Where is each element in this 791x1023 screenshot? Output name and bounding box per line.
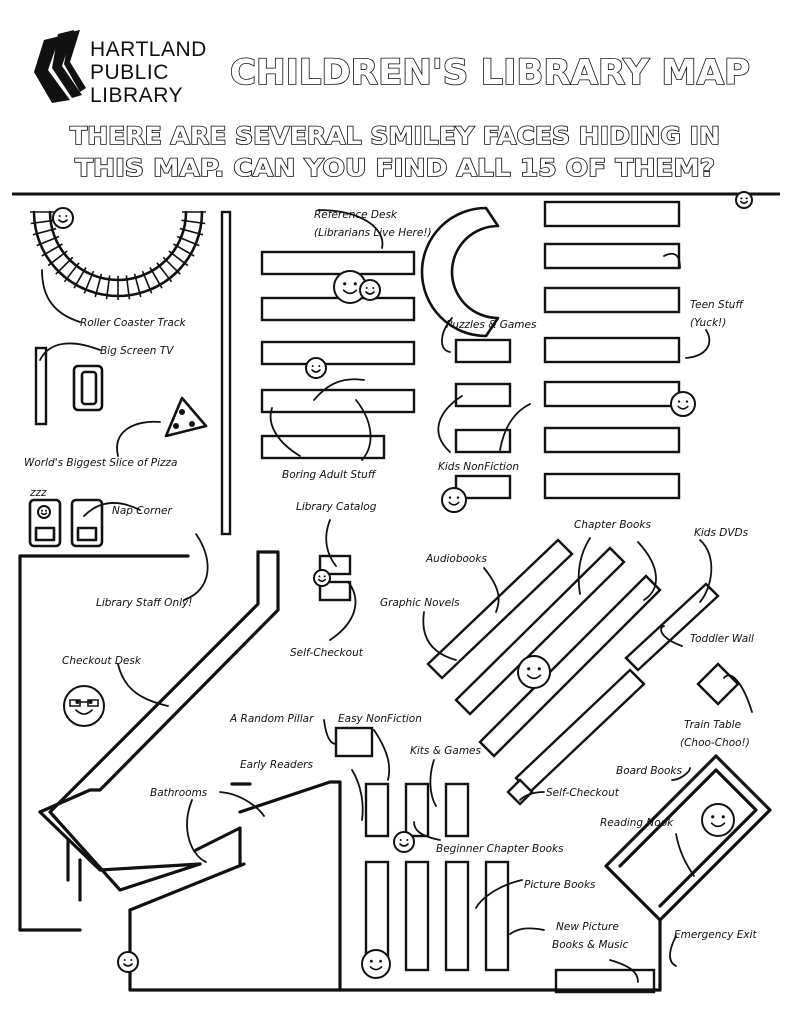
smiley-faces (37, 191, 753, 979)
big-screen-tv (34, 346, 48, 426)
label-roller-coaster: Roller Coaster Track (80, 317, 187, 329)
label-reference-desk-2: (Librarians Live Here!) (314, 227, 432, 239)
subtitle-line-2: THIS MAP. CAN YOU FIND ALL 15 OF THEM? (75, 154, 715, 182)
page-title: CHILDREN'S LIBRARY MAP (230, 53, 750, 93)
smiley-face-icon (361, 949, 391, 979)
logo-line-3: LIBRARY (90, 84, 183, 107)
label-teen-stuff-2: (Yuck!) (690, 317, 726, 329)
map-labels: Roller Coaster Track Big Screen TV World… (24, 209, 758, 951)
label-pizza: World's Biggest Slice of Pizza (24, 457, 177, 469)
label-arrows (39, 209, 753, 983)
nap-corner-beds (28, 498, 104, 548)
label-board-books: Board Books (616, 765, 683, 777)
label-toddler-wall: Toddler Wall (690, 633, 754, 645)
logo-line-1: HARTLAND (90, 38, 207, 61)
label-library-catalog: Library Catalog (296, 501, 377, 513)
label-boring-adult: Boring Adult Stuff (282, 469, 377, 481)
zzz-label: zzz (29, 487, 47, 499)
smiley-face-icon (52, 207, 74, 229)
smiley-face-icon (701, 803, 735, 837)
self-checkout-kiosk (506, 778, 534, 806)
label-teen-stuff-1: Teen Stuff (690, 299, 744, 311)
diagonal-shelves (426, 538, 720, 794)
library-logo: HARTLAND PUBLIC LIBRARY (34, 30, 207, 107)
adult-shelves (260, 250, 416, 460)
label-nap-corner: Nap Corner (112, 505, 172, 517)
pizza-slice-icon (164, 396, 208, 438)
label-checkout-desk: Checkout Desk (62, 655, 142, 667)
random-pillar (334, 726, 374, 758)
label-new-picture-1: New Picture (556, 921, 619, 933)
bed-icon (70, 498, 104, 548)
label-picture-books: Picture Books (524, 879, 596, 891)
building-walls (18, 550, 662, 992)
smiley-face-icon (313, 569, 331, 587)
label-reading-nook: Reading Nook (600, 817, 674, 829)
smiley-face-icon (393, 831, 415, 853)
smiley-face-icon (735, 191, 753, 209)
reference-desk (420, 206, 500, 338)
picture-book-shelves (364, 860, 656, 994)
label-kids-nonfiction: Kids NonFiction (438, 461, 519, 473)
label-self-checkout-2: Self-Checkout (546, 787, 620, 799)
library-catalog (318, 554, 352, 602)
label-audiobooks: Audiobooks (425, 553, 487, 565)
smiley-face-icon (117, 951, 139, 973)
divider-wall (220, 210, 232, 536)
label-puzzles-games: Puzzles & Games (446, 319, 537, 331)
label-early-readers: Early Readers (240, 759, 313, 771)
label-beginner-chapter: Beginner Chapter Books (436, 843, 564, 855)
label-bathrooms: Bathrooms (150, 787, 208, 799)
early-reader-shelves (364, 782, 470, 838)
label-new-picture-2: Books & Music (552, 939, 629, 951)
label-self-checkout-1: Self-Checkout (290, 647, 364, 659)
label-graphic-novels: Graphic Novels (380, 597, 460, 609)
smiley-face-icon (37, 505, 51, 519)
label-emergency-exit: Emergency Exit (674, 929, 758, 941)
subtitle-line-1: THERE ARE SEVERAL SMILEY FACES HIDING IN (70, 122, 720, 150)
label-random-pillar: A Random Pillar (229, 713, 314, 725)
smiley-face-icon (670, 391, 696, 417)
label-staff-only: Library Staff Only! (96, 597, 192, 609)
board-books-wall (604, 754, 772, 922)
kids-nonfiction-shelves (454, 338, 512, 500)
label-big-screen-tv: Big Screen TV (100, 345, 174, 357)
label-reference-desk-1: Reference Desk (314, 209, 398, 221)
label-train-table-1: Train Table (684, 719, 741, 731)
smiley-face-icon (63, 685, 105, 727)
label-kits-games: Kits & Games (410, 745, 482, 757)
label-easy-nonfiction: Easy NonFiction (338, 713, 422, 725)
bed-icon (28, 498, 62, 548)
roller-coaster-track (30, 210, 206, 300)
train-table (696, 662, 740, 706)
book-stack-logo-icon (34, 30, 86, 103)
smiley-face-icon (441, 487, 467, 513)
smiley-face-icon (305, 357, 327, 379)
label-kids-dvds: Kids DVDs (694, 527, 749, 539)
smiley-face-icon (359, 279, 381, 301)
teen-shelves (543, 200, 681, 500)
label-train-table-2: (Choo-Choo!) (680, 737, 750, 749)
couch-icon (72, 364, 104, 412)
label-chapter-books: Chapter Books (574, 519, 651, 531)
smiley-face-icon (333, 270, 367, 304)
logo-line-2: PUBLIC (90, 61, 169, 84)
smiley-face-icon (517, 655, 551, 689)
